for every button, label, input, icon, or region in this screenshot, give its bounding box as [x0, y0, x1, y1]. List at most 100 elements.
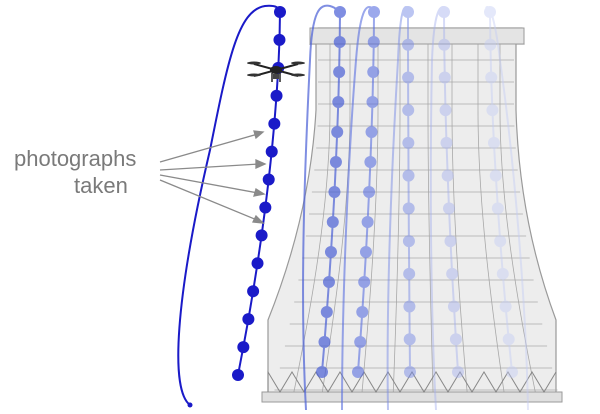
- photo-point: [439, 104, 452, 117]
- photo-point: [447, 300, 460, 313]
- photo-point: [363, 186, 376, 198]
- photo-point: [334, 6, 346, 18]
- flight-path-3: [341, 6, 380, 411]
- tower-base-struts: [267, 370, 557, 393]
- photo-point: [326, 216, 339, 228]
- photo-point: [361, 216, 374, 228]
- photo-point: [331, 126, 344, 138]
- photo-point: [403, 333, 416, 346]
- photo-point: [262, 173, 275, 186]
- photo-point: [333, 36, 346, 48]
- photo-point: [354, 336, 367, 348]
- photo-point: [255, 229, 268, 242]
- photo-point: [316, 366, 328, 378]
- tower-crown: [309, 27, 525, 45]
- photo-point: [265, 145, 278, 158]
- flight-paths: [177, 4, 529, 411]
- photo-point: [438, 71, 451, 84]
- tower-rib: [451, 44, 468, 393]
- photo-point: [440, 136, 453, 149]
- tower-rib: [499, 44, 536, 393]
- photo-point: [356, 306, 369, 318]
- photo-point: [403, 267, 416, 280]
- flight-trajectory: [302, 4, 341, 411]
- arrow-2: [159, 163, 260, 171]
- photo-point: [486, 104, 499, 117]
- photo-point: [442, 202, 455, 215]
- photo-point: [232, 369, 244, 381]
- photo-point: [449, 333, 462, 346]
- tower-rib: [477, 44, 505, 393]
- photo-point: [499, 300, 512, 313]
- photo-point: [402, 104, 415, 117]
- photo-point: [452, 366, 464, 378]
- photo-point: [441, 169, 454, 182]
- flight-trajectory: [386, 6, 409, 411]
- photo-point: [247, 285, 260, 298]
- drone-icon: [247, 61, 305, 82]
- arrowhead-1: [253, 130, 265, 140]
- photo-point: [491, 202, 504, 215]
- photo-point: [404, 366, 416, 378]
- photo-point: [322, 276, 335, 288]
- photo-point: [403, 300, 416, 313]
- photo-point: [402, 136, 415, 149]
- photo-point: [438, 6, 450, 18]
- photo-point: [359, 246, 372, 258]
- photo-point: [402, 235, 415, 248]
- photo-point: [259, 201, 272, 214]
- photo-point: [502, 333, 515, 346]
- flight-path-2: [302, 4, 346, 411]
- path-start-point: [187, 402, 193, 408]
- photo-line: [489, 11, 513, 373]
- photo-point: [270, 89, 283, 102]
- photo-point: [506, 366, 518, 378]
- photo-point: [364, 156, 377, 168]
- photo-point: [484, 6, 496, 18]
- photo-point: [332, 96, 345, 108]
- photo-point: [329, 156, 342, 168]
- photo-point: [352, 366, 364, 378]
- tower-rib: [321, 44, 351, 393]
- photo-point: [494, 235, 507, 248]
- photo-point: [242, 313, 255, 326]
- photo-point: [237, 341, 250, 354]
- arrowhead-3: [253, 187, 266, 197]
- photo-point: [402, 169, 415, 182]
- photo-point: [402, 71, 415, 84]
- arrow-4: [159, 179, 258, 221]
- flight-trajectory: [177, 4, 281, 406]
- photo-point: [402, 202, 415, 215]
- photo-point: [484, 38, 497, 51]
- tower-base: [261, 391, 563, 403]
- tower-rib: [427, 44, 434, 393]
- annotation: photographs taken: [14, 130, 267, 224]
- flight-trajectory: [429, 6, 447, 411]
- annotation-arrows: [159, 130, 267, 224]
- flight-trajectory: [485, 6, 529, 411]
- photo-point: [368, 6, 380, 18]
- photo-point: [444, 235, 457, 248]
- tower-structure-lines: [274, 44, 558, 393]
- photo-point: [274, 6, 286, 18]
- photo-point: [496, 267, 509, 280]
- arrowhead-2: [255, 158, 267, 170]
- tower-rib: [293, 44, 331, 393]
- cooling-tower: [261, 27, 563, 403]
- photo-point: [366, 96, 379, 108]
- tower-rib: [361, 44, 379, 393]
- flight-path-5: [429, 6, 464, 411]
- flight-path-4: [386, 6, 416, 411]
- photo-point: [251, 257, 264, 270]
- photo-point: [358, 276, 371, 288]
- arrow-1: [159, 133, 259, 163]
- photo-point: [402, 6, 414, 18]
- base-zigzag: [267, 370, 557, 393]
- tower-rib: [392, 44, 401, 393]
- photo-point: [328, 186, 341, 198]
- photo-point: [438, 38, 451, 51]
- annotation-line-2: taken: [74, 173, 128, 198]
- photo-point: [485, 71, 498, 84]
- photo-point: [487, 136, 500, 149]
